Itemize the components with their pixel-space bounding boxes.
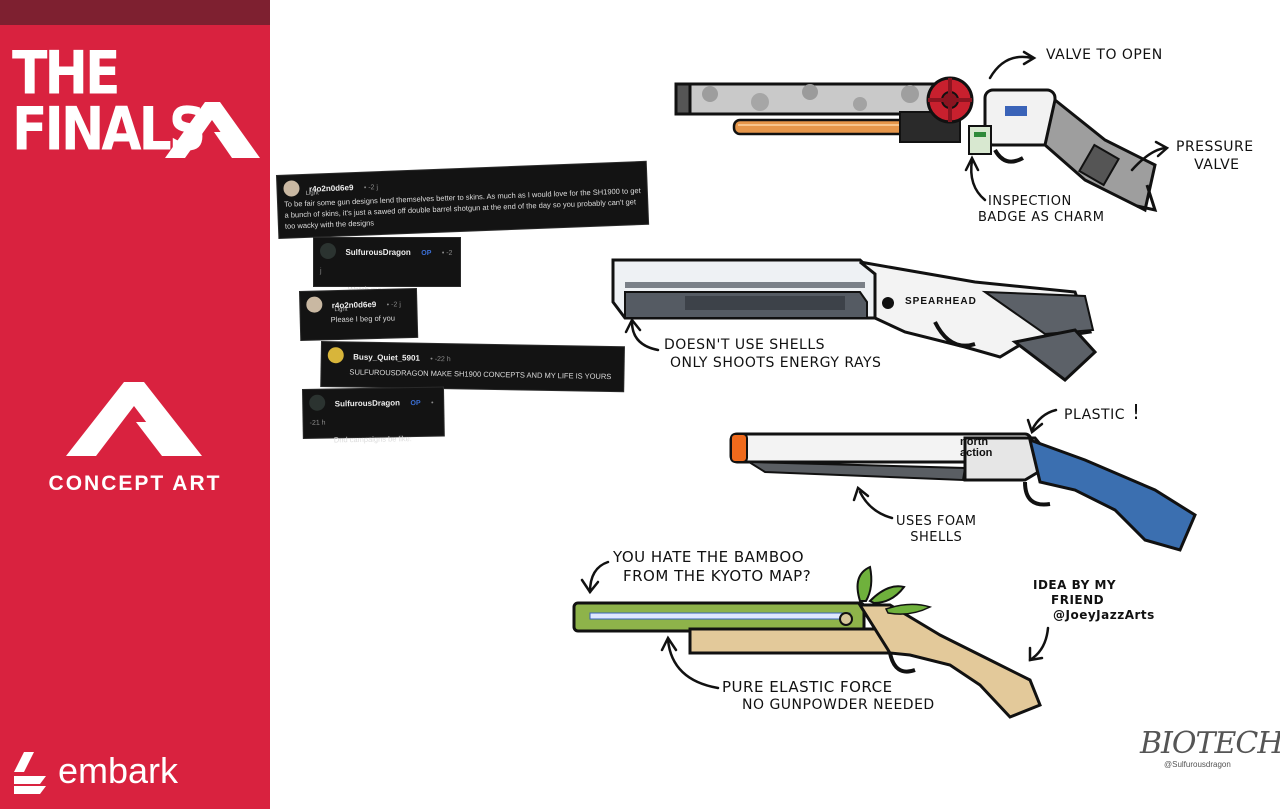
- note-pressure-line2: VALVE: [1194, 156, 1240, 173]
- note-pressure-valve: PRESSURE VALVE: [1176, 139, 1254, 174]
- note-foam-line1: USES FOAM: [896, 514, 977, 529]
- foam-shotgun-drawing: [729, 432, 1197, 552]
- note-pressure-line1: PRESSURE: [1176, 139, 1254, 155]
- note-elastic: PURE ELASTIC FORCE NO GUNPOWDER NEEDED: [722, 678, 935, 714]
- pressure-shotgun-drawing: [674, 82, 963, 143]
- note-idea-line3: @JoeyJazzArts: [1053, 608, 1155, 622]
- note-idea-line2: FRIEND: [1051, 593, 1105, 607]
- note-valve-to-open: VALVE TO OPEN: [1046, 47, 1163, 63]
- note-plastic: PLASTIC !: [1064, 400, 1140, 425]
- finals-logo-mark-icon: [165, 102, 260, 158]
- note-plastic-mark: !: [1131, 400, 1141, 424]
- north-action-line1: north: [960, 436, 989, 448]
- concept-art-label: CONCEPT ART: [48, 472, 222, 495]
- avatar: [320, 242, 336, 259]
- logo-the: THE: [12, 39, 121, 109]
- spearhead-shotgun-drawing: [611, 258, 1098, 382]
- note-bamboo-line2: FROM THE KYOTO MAP?: [623, 566, 812, 585]
- note-plastic-text: PLASTIC: [1064, 407, 1125, 423]
- note-energy-rays: DOESN'T USE SHELLS ONLY SHOOTS ENERGY RA…: [664, 337, 881, 372]
- pressure-shotgun-stock: [926, 76, 1158, 213]
- note-elastic-line1: PURE ELASTIC FORCE: [722, 678, 893, 696]
- note-inspection-line1: INSPECTION: [988, 194, 1072, 209]
- note-bamboo: YOU HATE THE BAMBOO FROM THE KYOTO MAP?: [613, 548, 811, 586]
- note-idea-line1: IDEA BY MY: [1033, 578, 1117, 592]
- note-foam-line2: SHELLS: [910, 530, 963, 546]
- note-elastic-line2: NO GUNPOWDER NEEDED: [742, 696, 935, 713]
- signature-name: BIOTECH: [1140, 726, 1280, 761]
- finals-emblem-icon: [66, 382, 202, 456]
- op-badge: OP: [421, 250, 432, 257]
- note-shells-line2: ONLY SHOOTS ENERGY RAYS: [670, 354, 882, 371]
- note-inspection-badge: INSPECTION BADGE AS CHARM: [978, 194, 1105, 227]
- comment-username: SulfurousDragon: [345, 248, 411, 257]
- comment-time: • -2 j: [320, 250, 453, 275]
- spearhead-label: SPEARHEAD: [905, 296, 977, 307]
- note-inspection-line2: BADGE AS CHARM: [978, 210, 1105, 226]
- note-idea-by: IDEA BY MY FRIEND @JoeyJazzArts: [1033, 578, 1155, 623]
- embark-brand-text: embark: [58, 750, 179, 791]
- sidebar-top-band: [0, 0, 270, 25]
- note-bamboo-line1: YOU HATE THE BAMBOO: [613, 548, 805, 566]
- bamboo-shotgun-drawing: [572, 565, 1042, 719]
- note-shells-line1: DOESN'T USE SHELLS: [664, 337, 826, 353]
- note-foam-shells: USES FOAM SHELLS: [896, 514, 976, 547]
- north-action-label: north action: [960, 437, 992, 459]
- north-action-line2: action: [960, 447, 993, 459]
- embark-logo-icon: [14, 752, 46, 794]
- signature-handle: @Sulfurousdragon: [1164, 760, 1231, 769]
